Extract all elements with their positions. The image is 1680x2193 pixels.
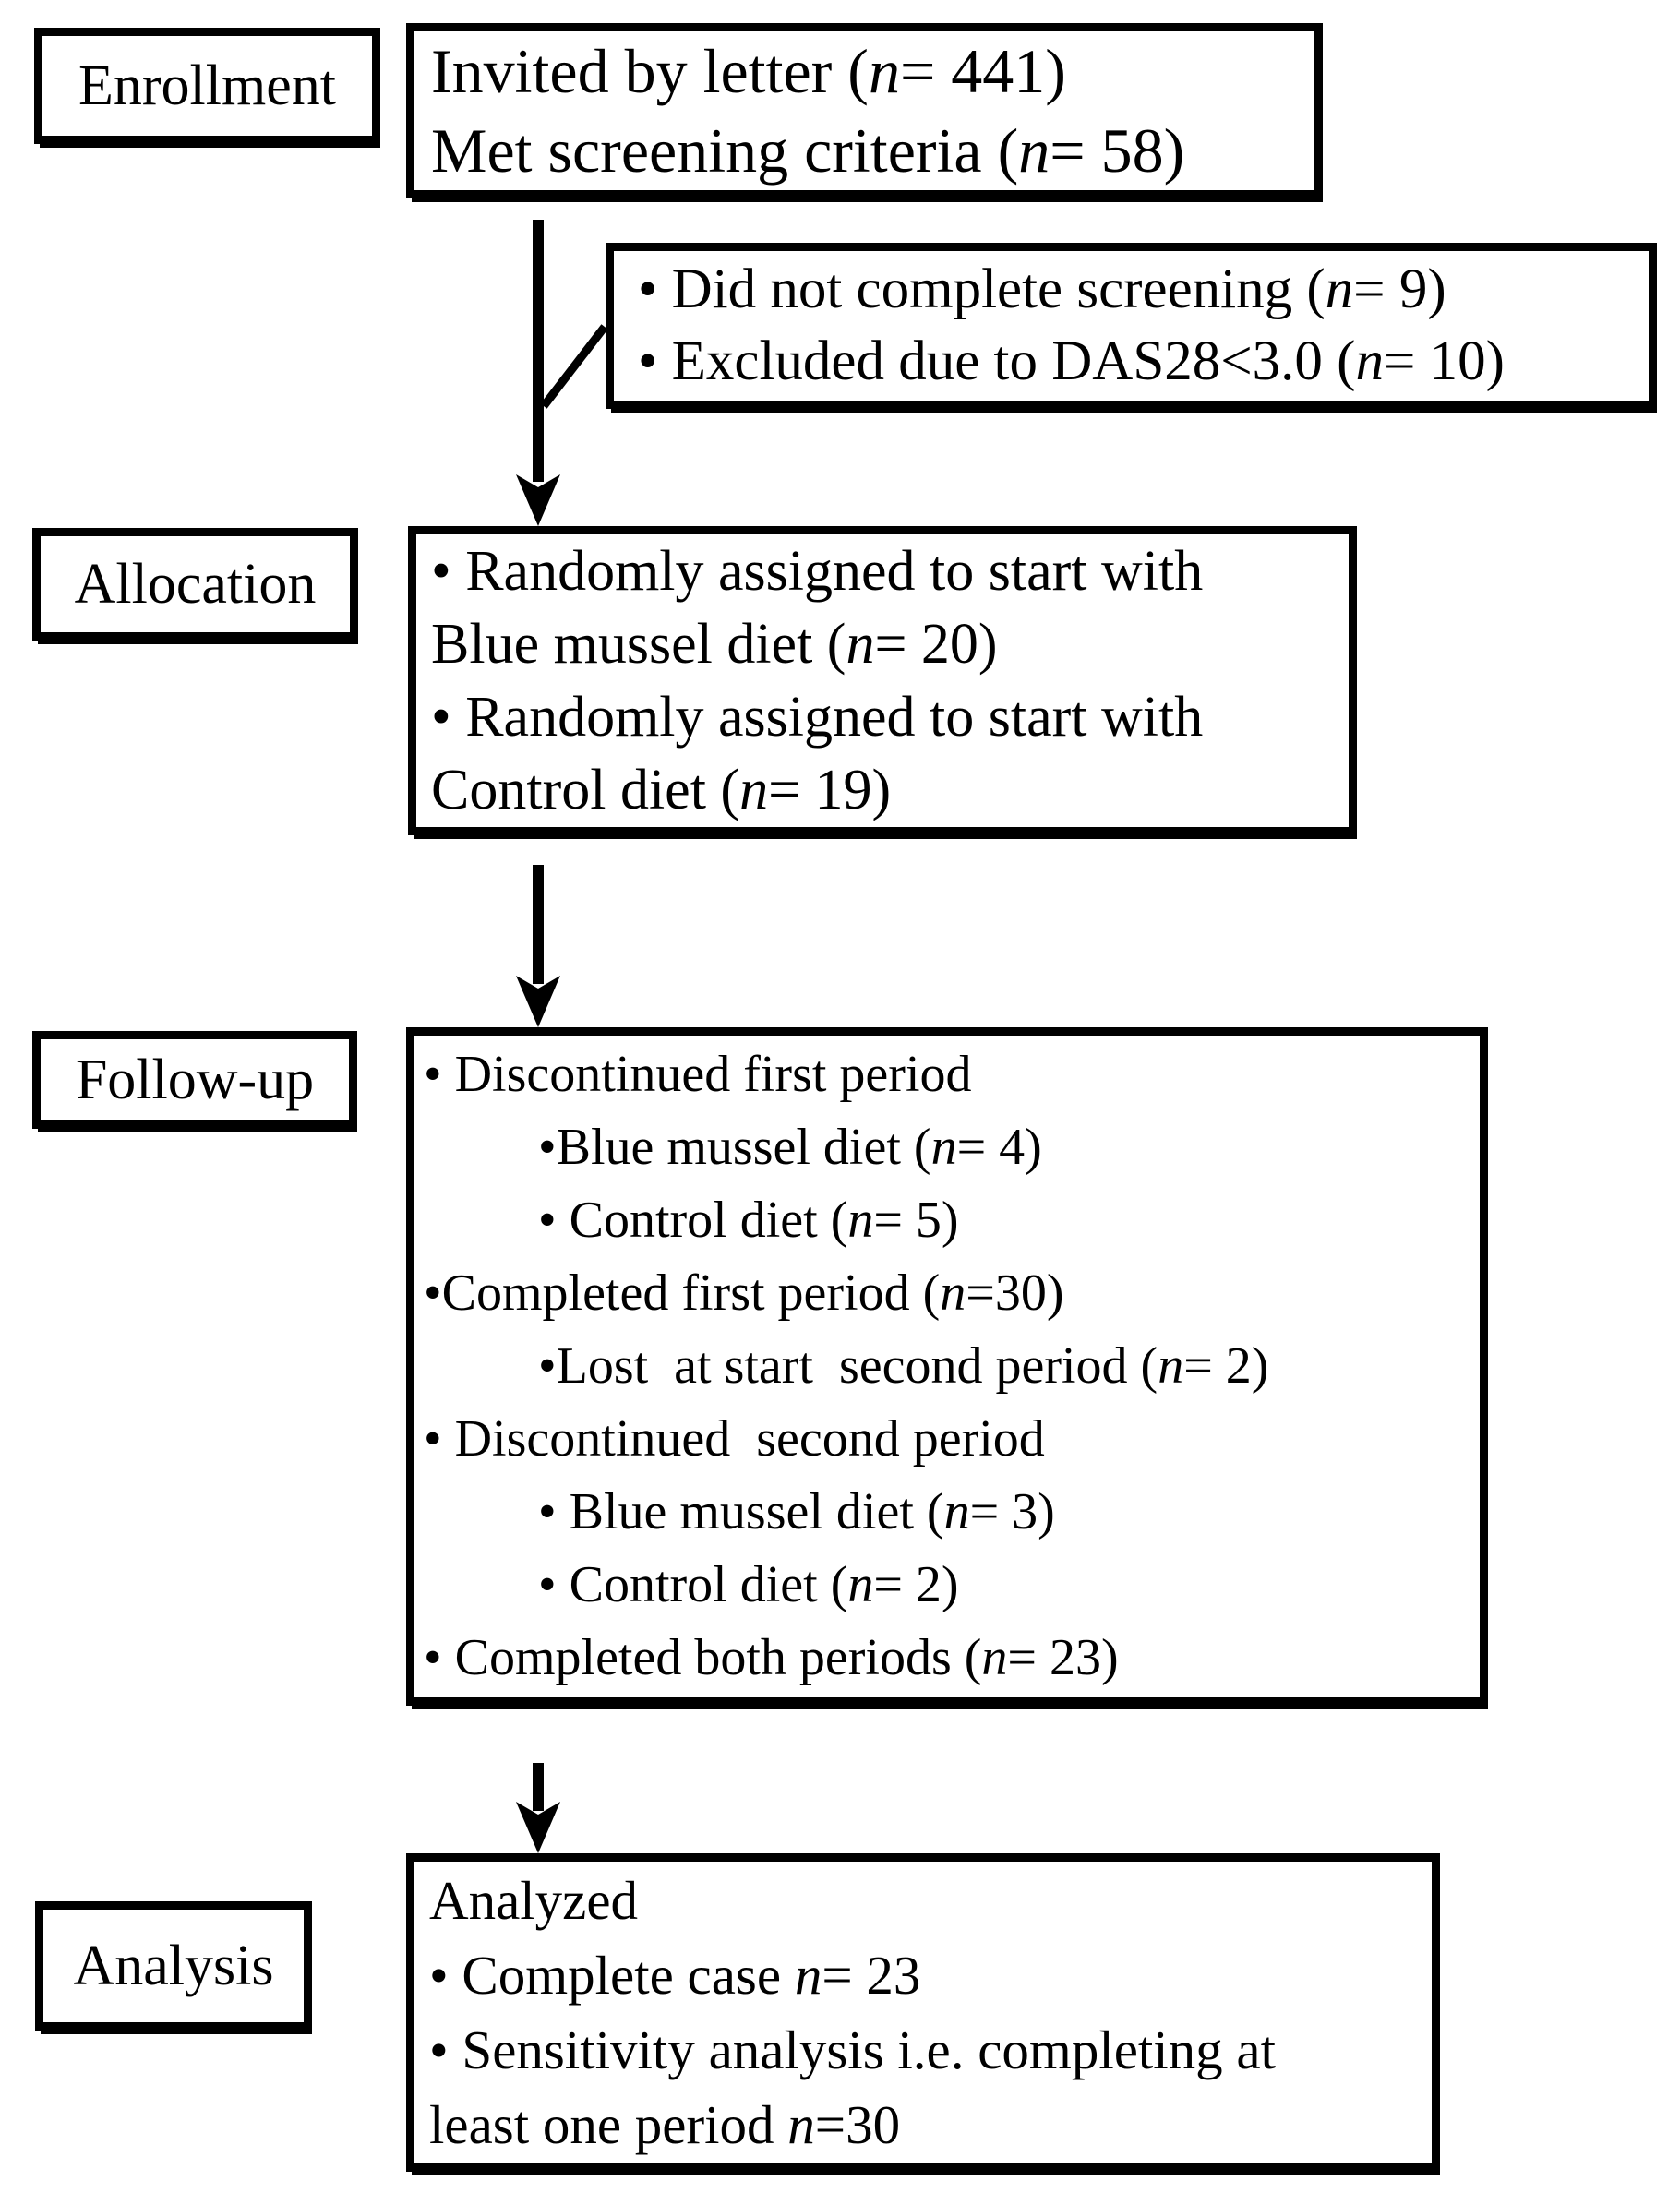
- text-line: least one period n=30: [429, 2093, 901, 2155]
- stage-label-followup: Follow-up: [32, 1031, 357, 1129]
- arrow-enrollment-to-allocation: [516, 220, 560, 526]
- text-line: • Control diet (n= 5): [538, 1192, 959, 1249]
- text-line: • Sensitivity analysis i.e. completing a…: [429, 2019, 1277, 2080]
- text-line: Analyzed: [429, 1869, 639, 1931]
- enrollment-box: Invited by letter (n= 441) Met screening …: [406, 23, 1323, 198]
- stage-label-analysis-text: Analysis: [73, 1934, 274, 1997]
- text-line: • Discontinued second period: [424, 1410, 1045, 1468]
- text-line: •Lost at start second period (n= 2): [538, 1337, 1269, 1395]
- stage-label-allocation: Allocation: [32, 528, 358, 641]
- text-line: • Randomly assigned to start with: [431, 685, 1204, 749]
- text-line: • Did not complete screening (n= 9): [638, 258, 1446, 320]
- text-line: • Excluded due to DAS28<3.0 (n= 10): [638, 330, 1505, 392]
- text-line: Met screening criteria (n= 58): [431, 115, 1185, 186]
- text-line: • Complete case n= 23: [429, 1944, 921, 2006]
- text-line: Blue mussel diet (n= 20): [431, 612, 998, 676]
- text-line: Invited by letter (n= 441): [431, 36, 1066, 106]
- arrow-followup-to-analysis: [516, 1763, 560, 1853]
- followup-box: • Discontinued first period •Blue mussel …: [406, 1027, 1488, 1706]
- text-line: • Blue mussel diet (n= 3): [538, 1483, 1055, 1540]
- analysis-box: Analyzed • Complete case n= 23 • Sensitivi…: [406, 1853, 1440, 2172]
- exclusion-box: • Did not complete screening (n= 9) • Exc…: [606, 243, 1657, 409]
- stage-label-allocation-text: Allocation: [74, 552, 317, 616]
- text-line: • Randomly assigned to start with: [431, 539, 1204, 603]
- stage-label-analysis: Analysis: [35, 1901, 312, 2031]
- arrow-allocation-to-followup: [516, 865, 560, 1027]
- text-line: • Control diet (n= 2): [538, 1556, 959, 1613]
- text-line: • Completed both periods (n= 23): [424, 1629, 1119, 1686]
- text-line: •Completed first period (n=30): [424, 1264, 1064, 1322]
- stage-label-followup-text: Follow-up: [75, 1048, 315, 1111]
- stage-label-enrollment: Enrollment: [34, 28, 380, 144]
- exclusion-connector-line: [540, 324, 608, 409]
- text-line: Control diet (n= 19): [431, 758, 892, 821]
- text-line: •Blue mussel diet (n= 4): [538, 1119, 1042, 1176]
- text-line: • Discontinued first period: [424, 1046, 972, 1103]
- stage-label-enrollment-text: Enrollment: [78, 54, 336, 117]
